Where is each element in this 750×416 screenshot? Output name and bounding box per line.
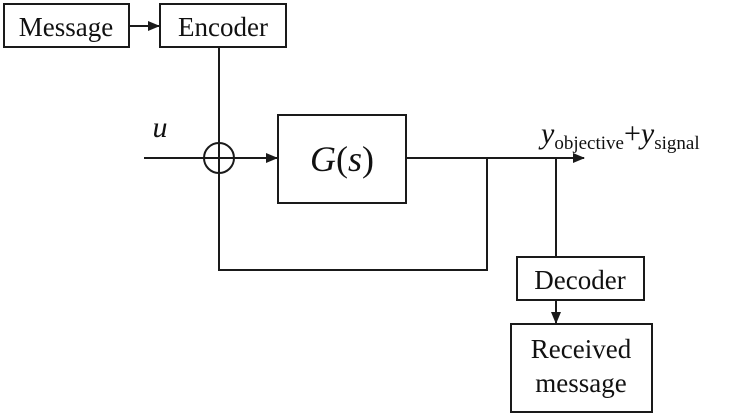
message-label: Message	[19, 12, 113, 42]
plant-label: G(s)	[310, 139, 374, 179]
output-label: yobjective+ysignal	[538, 117, 700, 154]
encoder-label: Encoder	[178, 12, 268, 42]
plant-block: G(s)	[277, 114, 407, 204]
summing-junction	[203, 142, 235, 174]
input-label: u	[153, 111, 168, 144]
decoder-label: Decoder	[534, 265, 625, 295]
received-label-line1: Received	[531, 334, 632, 364]
received-message-block: Received message	[510, 323, 653, 413]
feedback-line	[218, 158, 488, 271]
decoder-block: Decoder	[516, 256, 645, 301]
message-block: Message	[3, 3, 130, 48]
received-label-line2: message	[535, 368, 626, 398]
encoder-block: Encoder	[159, 3, 287, 48]
